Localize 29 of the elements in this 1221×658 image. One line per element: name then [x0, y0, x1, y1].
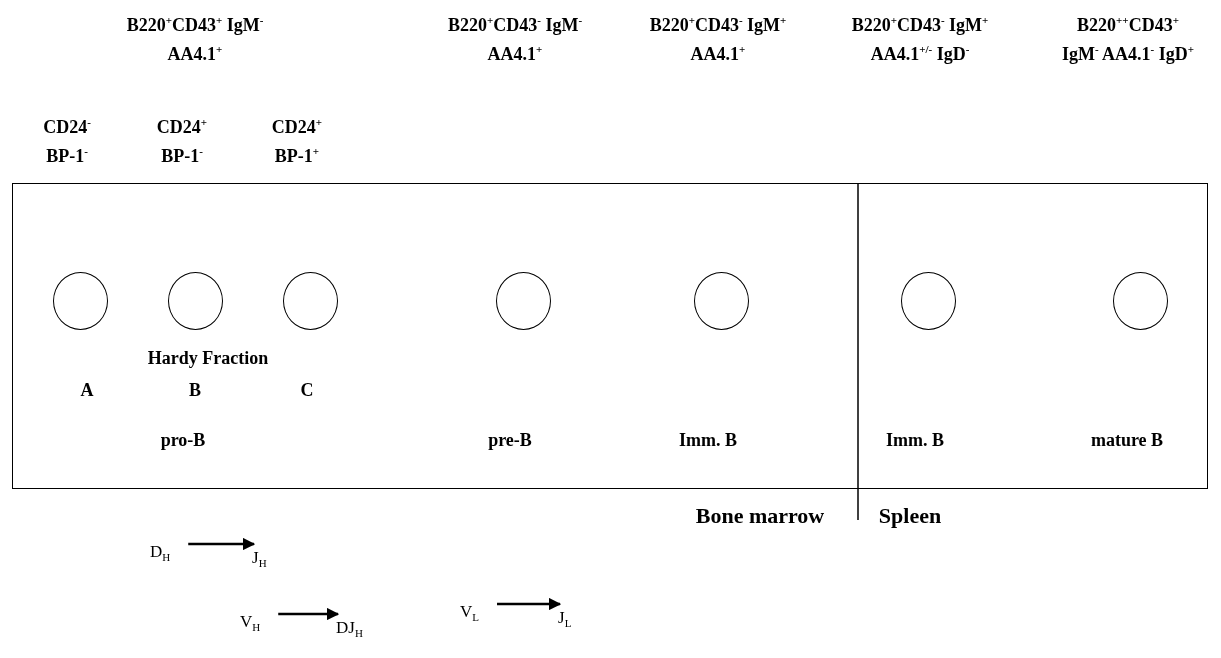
marker-label: B220$^{+}$CD43$^{-}$ IgM$^{+}$ AA4.1$^{+/-}$ IgD$^{-}$ [850, 13, 990, 66]
marker-label: CD24$^{+}$ BP-1$^{+}$ [270, 115, 324, 168]
fraction-letter: C [299, 379, 315, 402]
gene-segment-label: J$_{H}$ [252, 548, 267, 570]
stage-label: mature B [1089, 429, 1165, 452]
marker-label: CD24$^{+}$ BP-1$^{-}$ [155, 115, 209, 168]
fraction-letter: A [79, 379, 95, 402]
gene-segment-label: D$_{H}$ [150, 542, 171, 564]
stage-label: Imm. B [678, 429, 738, 452]
region-frame [12, 183, 1208, 489]
gene-segment-label: DJ$_{H}$ [336, 618, 363, 640]
gene-segment-label: J$_{L}$ [558, 608, 572, 630]
gene-segment-label: V$_{L}$ [460, 602, 479, 624]
marker-label: CD24$^{-}$ BP-1$^{-}$ [42, 115, 92, 168]
arrow [497, 597, 562, 611]
marker-label: B220$^{+}$CD43$^{+}$ IgM$^{-}$ AA4.1$^{+}$ [125, 13, 265, 66]
marker-label: B220$^{+}$CD43$^{-}$ IgM$^{+}$ AA4.1$^{+}$ [648, 13, 788, 66]
gene-segment-label: V$_{H}$ [240, 612, 261, 634]
stage-label: Imm. B [885, 429, 945, 452]
tissue-label: Spleen [877, 504, 943, 528]
fraction-title: Hardy Fraction [146, 347, 270, 370]
arrow [278, 607, 340, 621]
arrow [188, 537, 256, 551]
fraction-letter: B [188, 379, 202, 402]
tissue-label: Bone marrow [694, 504, 826, 528]
marker-label: B220$^{+}$CD43$^{-}$ IgM$^{-}$ AA4.1$^{+}$ [446, 13, 584, 66]
marker-label: B220$^{++}$CD43$^{+}$ IgM$^{-}$ AA4.1$^{-}$ IgD$^{+}$ [1060, 13, 1196, 66]
stage-label: pro-B [159, 429, 207, 452]
stage-label: pre-B [487, 429, 533, 452]
